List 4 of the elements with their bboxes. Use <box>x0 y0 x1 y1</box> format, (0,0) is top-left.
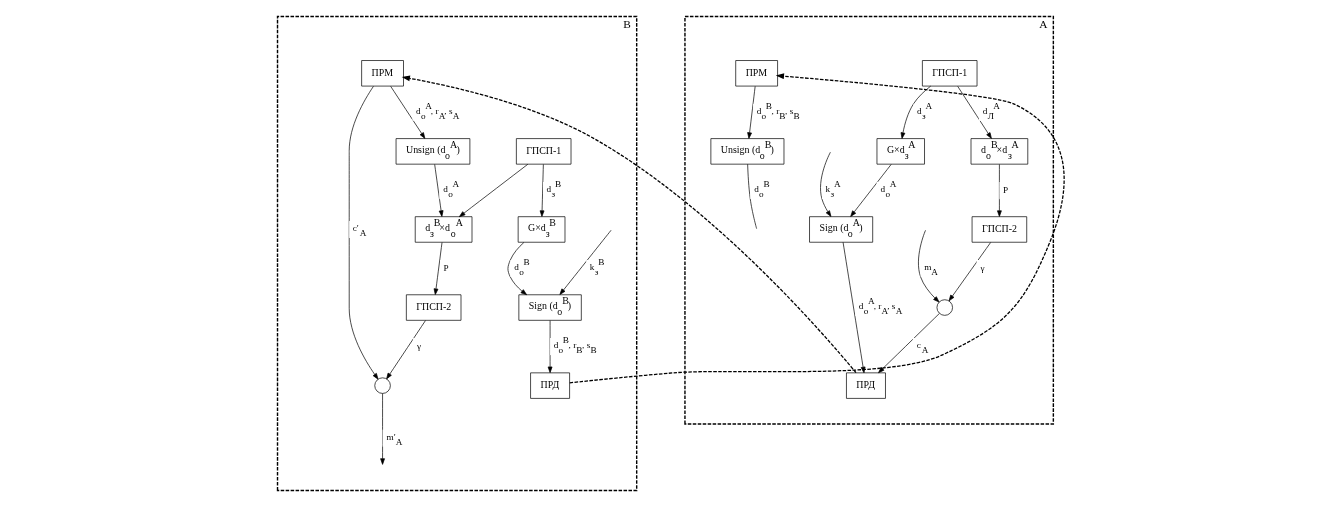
edge-label: P <box>443 262 449 273</box>
edge-label: γ <box>980 262 985 273</box>
edge-label: γ <box>417 341 422 351</box>
edge-label: P <box>1002 184 1009 195</box>
